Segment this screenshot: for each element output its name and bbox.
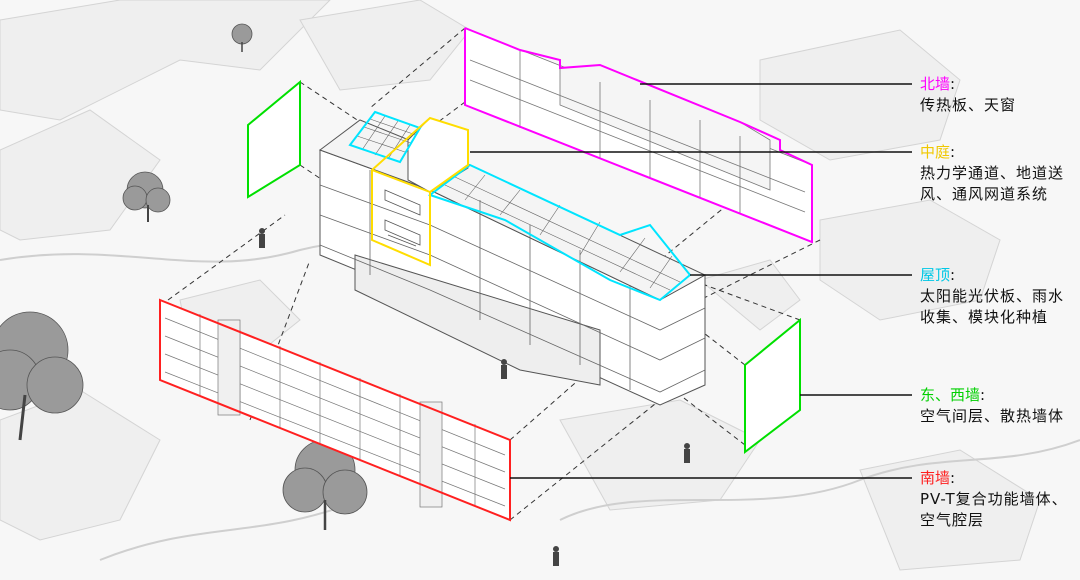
- label-north-wall: 北墙: 传热板、天窗: [920, 74, 1080, 116]
- label-south-wall-title: 南墙: [920, 469, 951, 487]
- tree-icon: [0, 23, 368, 530]
- label-south-wall: 南墙: PV-T复合功能墙体、空气腔层: [920, 468, 1070, 531]
- label-east-west-walls-title: 东、西墙: [920, 386, 981, 404]
- label-roof: 屋顶: 太阳能光伏板、雨水收集、模块化种植: [920, 265, 1070, 328]
- label-north-wall-title: 北墙: [920, 75, 951, 93]
- person-icon: [259, 228, 690, 566]
- label-north-wall-desc: 传热板、天窗: [920, 96, 1017, 114]
- building-floor-lines: [319, 170, 706, 393]
- label-east-west-walls: 东、西墙: 空气间层、散热墙体: [920, 385, 1070, 427]
- label-courtyard: 中庭: 热力学通道、地道送风、通风网道系统: [920, 142, 1070, 205]
- leader-lines: [470, 83, 912, 479]
- label-roof-desc: 太阳能光伏板、雨水收集、模块化种植: [920, 287, 1065, 326]
- label-roof-title: 屋顶: [920, 266, 951, 284]
- roof-outline-main: [427, 163, 692, 302]
- east-wall-outline: [744, 317, 801, 455]
- label-courtyard-title: 中庭: [920, 143, 951, 161]
- courtyard-outline: [371, 116, 469, 267]
- west-wall: [247, 81, 301, 198]
- north-wall-details: [469, 50, 806, 214]
- label-courtyard-desc: 热力学通道、地道送风、通风网道系统: [920, 164, 1065, 203]
- stairs: [384, 189, 421, 247]
- courtyard-edge: [371, 169, 431, 193]
- site-background: [0, 0, 1041, 571]
- south-wall-panels: [164, 314, 506, 508]
- west-wall-outline: [247, 79, 301, 199]
- label-south-wall-desc: PV-T复合功能墙体、空气腔层: [920, 490, 1068, 529]
- north-wall-outline: [464, 27, 813, 244]
- south-wall-outline: [159, 298, 511, 522]
- label-east-west-walls-desc: 空气间层、散热墙体: [920, 407, 1065, 425]
